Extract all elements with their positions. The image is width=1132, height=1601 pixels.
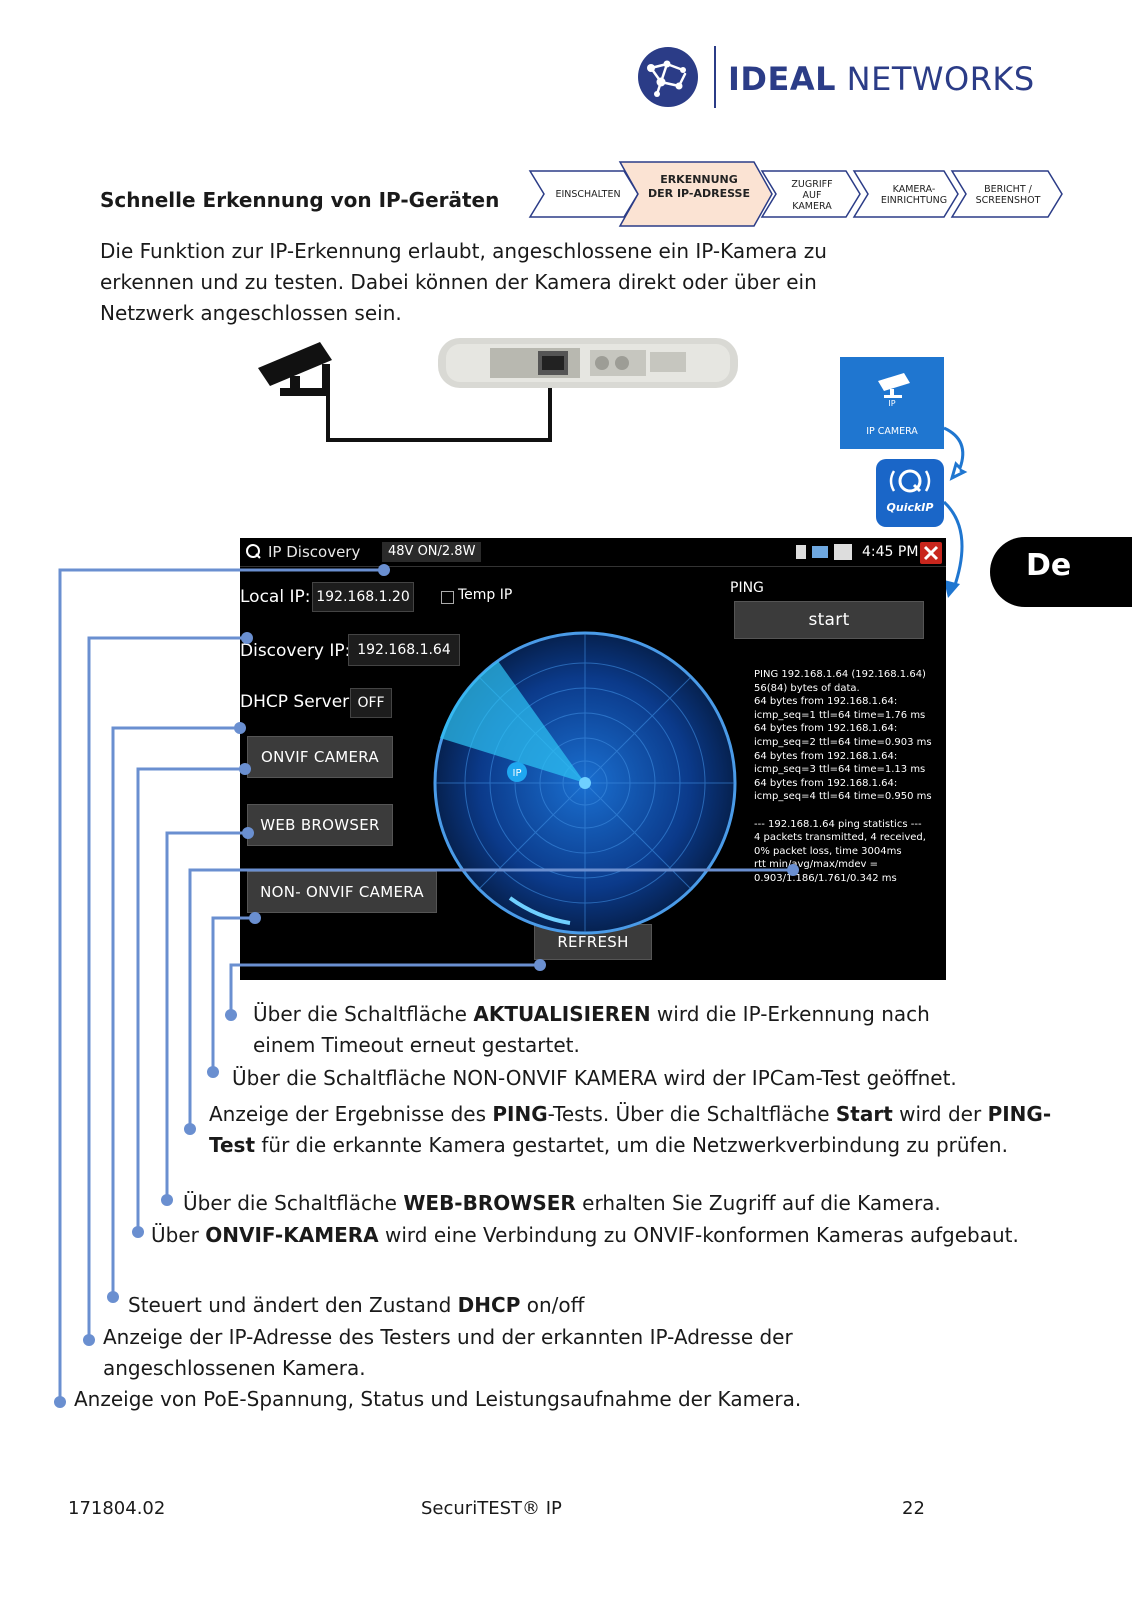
footer-doc-number: 171804.02 [68, 1498, 166, 1519]
ip-camera-small-label: IP [888, 399, 896, 408]
ip-camera-icon [878, 373, 910, 398]
intro-paragraph: Die Funktion zur IP-Erkennung erlaubt, a… [100, 239, 827, 325]
language-label: De [1026, 548, 1072, 583]
workflow-step-4-shape [852, 170, 959, 218]
temp-ip-checkbox[interactable] [441, 591, 454, 604]
callout-poe: Anzeige von PoE-Spannung, Status und Lei… [74, 1387, 802, 1411]
dhcp-toggle[interactable]: OFF [350, 688, 392, 718]
radar-display: IP [433, 631, 737, 935]
quickip-small-icon [246, 544, 261, 559]
ping-label: PING [730, 580, 764, 596]
web-browser-button[interactable]: WEB BROWSER [247, 804, 393, 846]
network-icon [812, 546, 828, 558]
temp-ip-label: Temp IP [458, 587, 513, 603]
ping-output: PING 192.168.1.64 (192.168.1.64) 56(84) … [754, 669, 932, 884]
workflow-arrows [528, 161, 1063, 227]
workflow-step-1: EINSCHALTEN [555, 189, 621, 200]
callout-non-onvif: Über die Schaltfläche NON-ONVIF KAMERA w… [232, 1066, 957, 1090]
logo-divider [714, 46, 716, 108]
ethernet-cable [326, 368, 552, 442]
workflow-step-5-shape [950, 170, 1063, 218]
ideal-networks-logo-icon [638, 47, 698, 107]
quickip-app-label: QuickIP [886, 501, 934, 514]
workflow-step-4: KAMERA-EINRICHTUNG [880, 184, 948, 206]
close-icon [923, 545, 939, 561]
clock: 4:45 PM [862, 544, 919, 560]
workflow-step-3: ZUGRIFF AUF KAMERA [791, 179, 833, 212]
quickip-app-tile[interactable] [876, 459, 944, 527]
ip-camera-app-label: IP CAMERA [866, 426, 918, 437]
section-title: Schnelle Erkennung von IP-Geräten [100, 188, 500, 212]
callout-dhcp: Steuert und ändert den Zustand DHCP on/o… [128, 1293, 585, 1317]
poe-power-status: 48V ON/2.8W [382, 542, 482, 562]
flow-arrows [942, 426, 968, 598]
footer-product: SecuriTEST® IP [421, 1498, 562, 1519]
dhcp-server-label: DHCP Server: [240, 692, 355, 712]
radar-ip-badge: IP [513, 768, 522, 779]
workflow-steps: EINSCHALTEN ERKENNUNG DER IP-ADRESSE ZUG… [528, 161, 1090, 227]
language-tab [990, 537, 1132, 607]
workflow-step-1-shape [528, 170, 639, 218]
status-bar: IP Discovery 48V ON/2.8W 4:45 PM [240, 538, 946, 567]
non-onvif-camera-button[interactable]: NON- ONVIF CAMERA [247, 871, 437, 913]
workflow-step-5: BERICHT / SCREENSHOT [975, 184, 1041, 206]
sd-card-icon [796, 545, 806, 559]
ping-start-button[interactable]: start [734, 601, 924, 639]
onvif-camera-button[interactable]: ONVIF CAMERA [247, 736, 393, 778]
workflow-step-3-shape [760, 170, 861, 218]
callout-web-browser: Über die Schaltfläche WEB-BROWSER erhalt… [183, 1191, 941, 1215]
callout-refresh: Über die Schaltfläche AKTUALISIEREN wird… [253, 1002, 930, 1057]
close-button[interactable] [920, 542, 942, 564]
workflow-step-2: ERKENNUNG DER IP-ADRESSE [648, 173, 750, 200]
workflow-step-2-shape [618, 161, 773, 227]
callout-ping: Anzeige der Ergebnisse des PING-Tests. Ü… [209, 1102, 1052, 1157]
connection-diagram [258, 338, 738, 442]
local-ip-value: 192.168.1.20 [312, 582, 414, 612]
tester-device-icon [438, 338, 738, 388]
security-camera-icon [258, 342, 332, 396]
discovery-ip-label: Discovery IP: [240, 641, 351, 661]
device-screen: IP Discovery 48V ON/2.8W 4:45 PM Local I… [240, 538, 946, 980]
quickip-icon [889, 469, 931, 493]
callout-onvif: Über ONVIF-KAMERA wird eine Verbindung z… [151, 1223, 1019, 1247]
footer-page-number: 22 [902, 1498, 925, 1519]
app-title: IP Discovery [268, 543, 361, 561]
battery-icon [834, 544, 852, 560]
ip-camera-app-tile[interactable]: IP [840, 357, 944, 449]
brand-name: IDEAL NETWORKS [728, 60, 1035, 98]
callout-ip-address: Anzeige der IP-Adresse des Testers und d… [103, 1325, 793, 1380]
local-ip-label: Local IP: [240, 587, 311, 607]
